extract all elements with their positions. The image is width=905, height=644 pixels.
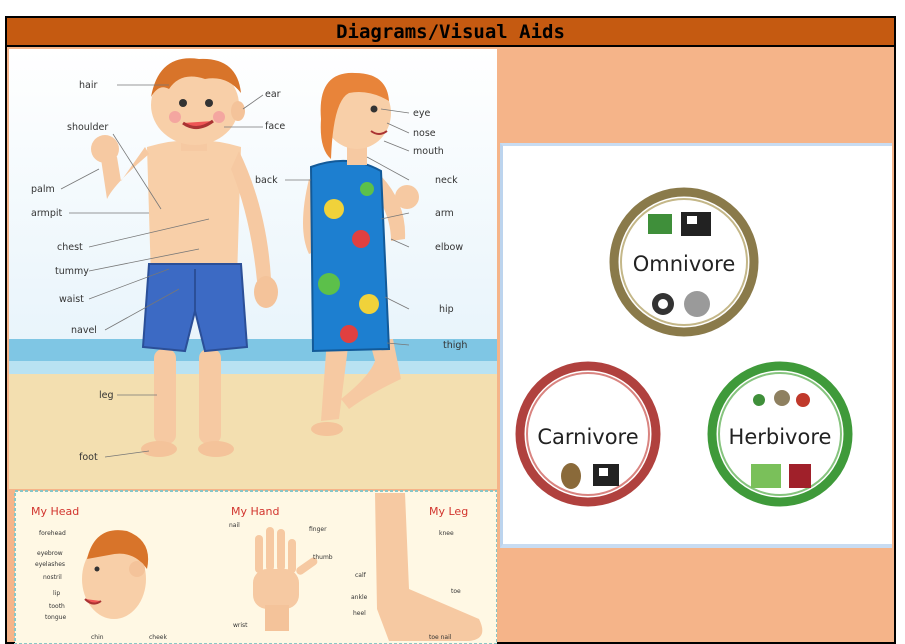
section-title: Diagrams/Visual Aids	[336, 21, 565, 43]
visual-aids-frame: Diagrams/Visual Aids	[5, 16, 896, 644]
label-knee: knee	[439, 530, 454, 537]
label-elbow: elbow	[435, 242, 463, 253]
label-forehead: forehead	[39, 530, 66, 537]
label-hip: hip	[439, 304, 454, 315]
label-chest: chest	[57, 242, 83, 253]
label-eyebrow: eyebrow	[37, 550, 63, 557]
detail-strip: My Head My Hand My Leg	[15, 491, 497, 644]
label-lip: lip	[53, 590, 60, 597]
label-armpit: armpit	[31, 208, 62, 219]
carnivore-circle: Carnivore	[520, 366, 656, 502]
label-tummy: tummy	[55, 266, 89, 277]
label-mouth: mouth	[413, 146, 444, 157]
label-tooth: tooth	[49, 603, 65, 610]
sand	[9, 374, 497, 489]
label-face: face	[265, 121, 285, 132]
body-parts-poster: hair ear face shoulder eye nose mouth ba…	[9, 49, 497, 644]
label-cheek: cheek	[149, 634, 167, 641]
label-eye: eye	[413, 108, 430, 119]
carnivore-label: Carnivore	[537, 425, 638, 449]
label-back: back	[255, 175, 278, 186]
label-ear: ear	[265, 89, 281, 100]
label-calf: calf	[355, 572, 367, 579]
snail-icon	[774, 390, 790, 406]
my-hand-title: My Hand	[231, 505, 279, 518]
label-neck: neck	[435, 175, 458, 186]
leaf-icon	[753, 394, 765, 406]
label-shoulder: shoulder	[67, 122, 108, 133]
label-tongue: tongue	[45, 614, 66, 621]
label-nostril: nostril	[43, 574, 62, 581]
label-thigh: thigh	[443, 340, 467, 351]
label-nail: nail	[229, 522, 240, 529]
label-nose: nose	[413, 128, 436, 139]
diet-circles: Omnivore Carnivore Herbiv	[503, 146, 892, 544]
label-waist: waist	[59, 294, 84, 305]
my-leg-title: My Leg	[429, 505, 468, 518]
label-thumb: thumb	[313, 554, 333, 561]
label-finger: finger	[309, 526, 327, 533]
label-chin: chin	[91, 634, 104, 641]
diet-classification-panel: Omnivore Carnivore Herbiv	[500, 143, 892, 548]
label-toe: toe	[451, 588, 461, 595]
label-wrist: wrist	[233, 622, 248, 629]
grass-icon	[751, 464, 781, 488]
label-hair: hair	[79, 80, 97, 91]
chicken-icon	[561, 463, 581, 489]
berries-icon	[789, 464, 811, 488]
label-foot: foot	[79, 452, 98, 463]
my-head-title: My Head	[31, 505, 79, 518]
label-eyelashes: eyelashes	[35, 561, 65, 568]
strawberry-icon	[796, 393, 810, 407]
body-parts-illustration: hair ear face shoulder eye nose mouth ba…	[9, 49, 497, 644]
omnivore-label: Omnivore	[633, 252, 736, 276]
label-ankle: ankle	[351, 594, 368, 601]
herbivore-circle: Herbivore	[712, 366, 848, 502]
spinach-icon	[648, 214, 672, 234]
label-leg: leg	[99, 390, 114, 401]
omnivore-circle: Omnivore	[614, 192, 754, 332]
label-heel: heel	[353, 610, 366, 617]
label-toe-nail: toe nail	[429, 634, 452, 641]
label-palm: palm	[31, 184, 55, 195]
section-header: Diagrams/Visual Aids	[7, 18, 894, 47]
mushroom-icon	[684, 291, 710, 317]
label-navel: navel	[71, 325, 97, 336]
label-arm: arm	[435, 208, 454, 219]
herbivore-label: Herbivore	[729, 425, 832, 449]
